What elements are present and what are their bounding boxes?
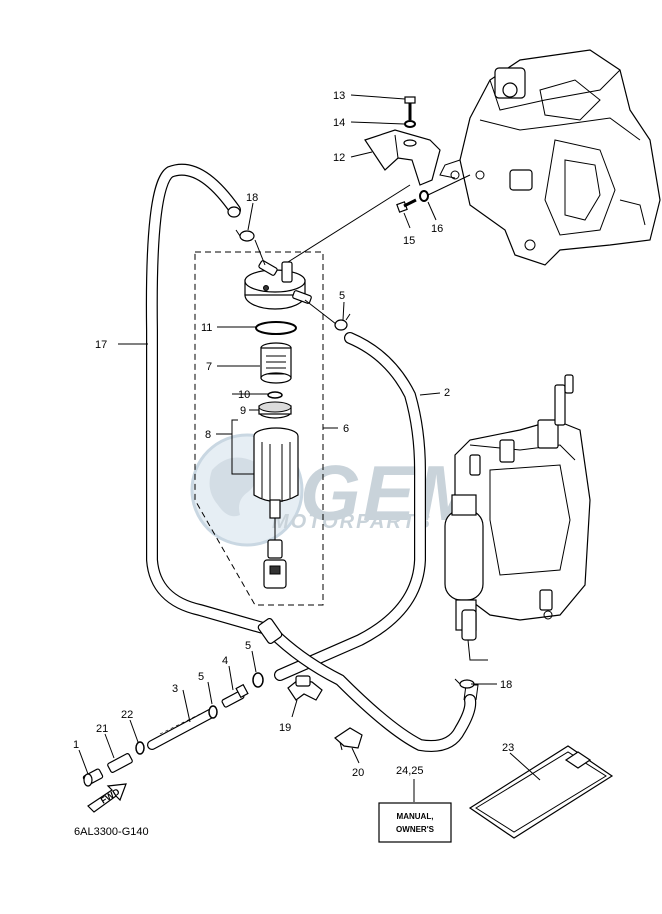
callout-12: 12 (333, 152, 345, 164)
callout-5-right: 5 (245, 640, 251, 652)
fwd-arrow: FWD (87, 783, 127, 813)
hose-17 (145, 163, 276, 636)
watermark-subtitle: MOTORPARTS (272, 511, 432, 533)
filter-assembly-box (194, 251, 324, 606)
diagram-code: 6AL3300-G140 (74, 826, 149, 838)
callout-7: 7 (206, 361, 212, 373)
callout-6: 6 (343, 423, 349, 435)
callout-21: 21 (96, 723, 108, 735)
joint-4 (221, 683, 249, 708)
filter-cup (253, 427, 299, 589)
manual-label-line2: OWNER'S (396, 825, 435, 834)
callout-24-25: 24,25 (396, 765, 424, 777)
filter-head (244, 260, 312, 310)
vapor-separator-assembly (444, 374, 591, 661)
bracket (364, 129, 441, 186)
owners-manual: MANUAL, OWNER'S (378, 802, 452, 843)
o-ring (255, 321, 297, 335)
callout-20: 20 (352, 767, 364, 779)
callout-8: 8 (205, 429, 211, 441)
hose-3 (147, 709, 215, 750)
washer-16 (419, 190, 429, 202)
hose-clip-5-right (252, 672, 264, 688)
bracket-8 (231, 419, 238, 475)
holder-19 (287, 675, 323, 701)
callout-1: 1 (73, 739, 79, 751)
callout-4: 4 (222, 655, 228, 667)
hose-clip-18-upper (235, 229, 255, 242)
manual-label-line1: MANUAL, (397, 812, 434, 821)
callout-10: 10 (238, 389, 250, 401)
callout-14: 14 (333, 117, 345, 129)
callouts: 13 14 12 18 15 16 5 11 17 7 2 10 9 6 8 5… (73, 90, 514, 779)
engine-block-upper (439, 49, 661, 266)
bolt-15 (396, 198, 417, 213)
hose-2 (274, 332, 426, 681)
filter-element (260, 342, 292, 384)
bolt-13 (404, 96, 416, 120)
joint-21 (107, 753, 133, 773)
hose-clip-5-mid (208, 705, 218, 719)
callout-9: 9 (240, 405, 246, 417)
callout-22: 22 (121, 709, 133, 721)
callout-18-lower: 18 (500, 679, 512, 691)
callout-18-upper: 18 (246, 192, 258, 204)
callout-2: 2 (444, 387, 450, 399)
connector-1 (82, 768, 104, 787)
callout-15: 15 (403, 235, 415, 247)
watermark: GEM MOTORPARTS (190, 433, 482, 547)
callout-11: 11 (201, 322, 212, 334)
callout-5-upper: 5 (339, 290, 345, 302)
callout-19: 19 (279, 722, 291, 734)
hose-clip-5-upper (334, 313, 351, 331)
callout-3: 3 (172, 683, 178, 695)
washer-14 (404, 120, 416, 128)
callout-16: 16 (431, 223, 443, 235)
holder-20 (334, 727, 363, 751)
bag-23 (468, 745, 614, 839)
leader-lines (78, 94, 541, 802)
hose-lower (257, 617, 479, 752)
ring-10 (267, 391, 283, 399)
callout-23: 23 (502, 742, 514, 754)
callout-17: 17 (95, 339, 107, 351)
hose-clip-22 (135, 741, 145, 755)
float (258, 401, 292, 419)
callout-5-mid: 5 (198, 671, 204, 683)
callout-13: 13 (333, 90, 345, 102)
